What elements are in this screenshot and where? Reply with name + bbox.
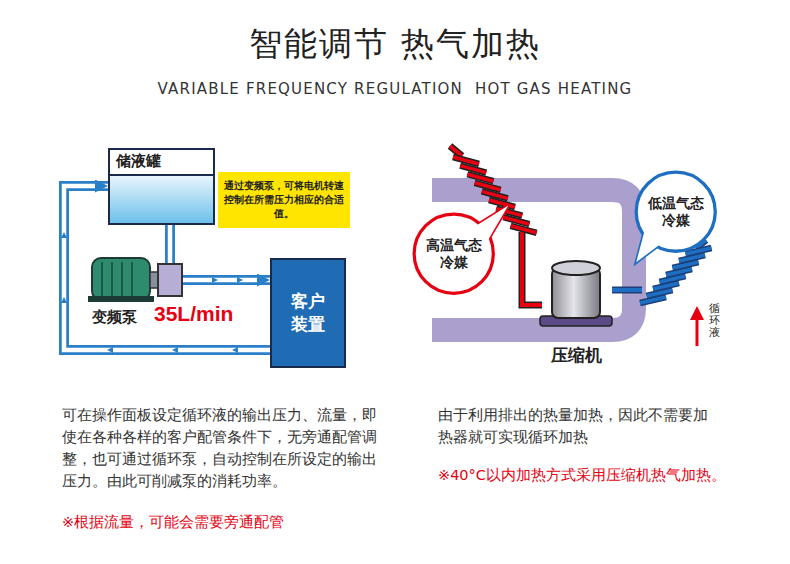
flow-arrow <box>61 232 67 238</box>
flow-arrow <box>237 277 243 283</box>
description: 可在操作面板设定循环液的输出压力、流量，即使在各种各样的客户配管条件下，无旁通配… <box>62 404 380 492</box>
callout-box: 通过变频泵，可将电机转速控制在所需压力相应的合适值。 <box>218 172 350 228</box>
flow-arrow <box>690 306 704 346</box>
node-text: 客户装置 <box>289 290 326 336</box>
subtitle: VARIABLE FREQUENCY REGULATION HOT GAS HE… <box>0 80 790 98</box>
description: 由于利用排出的热量加热，因此不需要加热器就可实现循环加热 <box>438 404 720 448</box>
note: ※40°C以内加热方式采用压缩机热气加热。 <box>438 466 783 485</box>
flow-arrow <box>107 347 113 353</box>
flow-arrow <box>172 347 178 353</box>
flow-arrows <box>61 232 243 353</box>
speech-bubble: 低温气态冷媒 <box>634 170 717 253</box>
tank-label: 储液罐 <box>116 152 207 171</box>
node-text: 高温气态冷媒 <box>425 237 483 271</box>
part-name: 压缩机 <box>538 344 614 367</box>
flow-rate: 35L/min <box>154 302 233 326</box>
tank-box: 储液罐 <box>108 148 215 225</box>
page-title: 智能调节 热气加热 <box>0 22 790 67</box>
pump-motor <box>88 258 182 302</box>
pipe-connector <box>170 225 270 280</box>
device-box: 客户装置 <box>270 258 346 368</box>
flow-arrow <box>61 297 67 303</box>
node-text: 通过变频泵，可将电机转速控制在所需压力相应的合适值。 <box>224 179 344 221</box>
compressor-body <box>538 258 614 330</box>
node-text: 低温气态冷媒 <box>647 195 705 229</box>
pump-name: 变频泵 <box>92 308 137 327</box>
flow-arrow <box>212 277 218 283</box>
flow-arrow <box>232 347 238 353</box>
flow-label: 循环液 <box>709 303 720 339</box>
speech-bubble: 高温气态冷媒 <box>412 212 495 295</box>
compressor: 压缩机 <box>538 258 614 367</box>
note: ※根据流量，可能会需要旁通配管 <box>62 513 392 532</box>
